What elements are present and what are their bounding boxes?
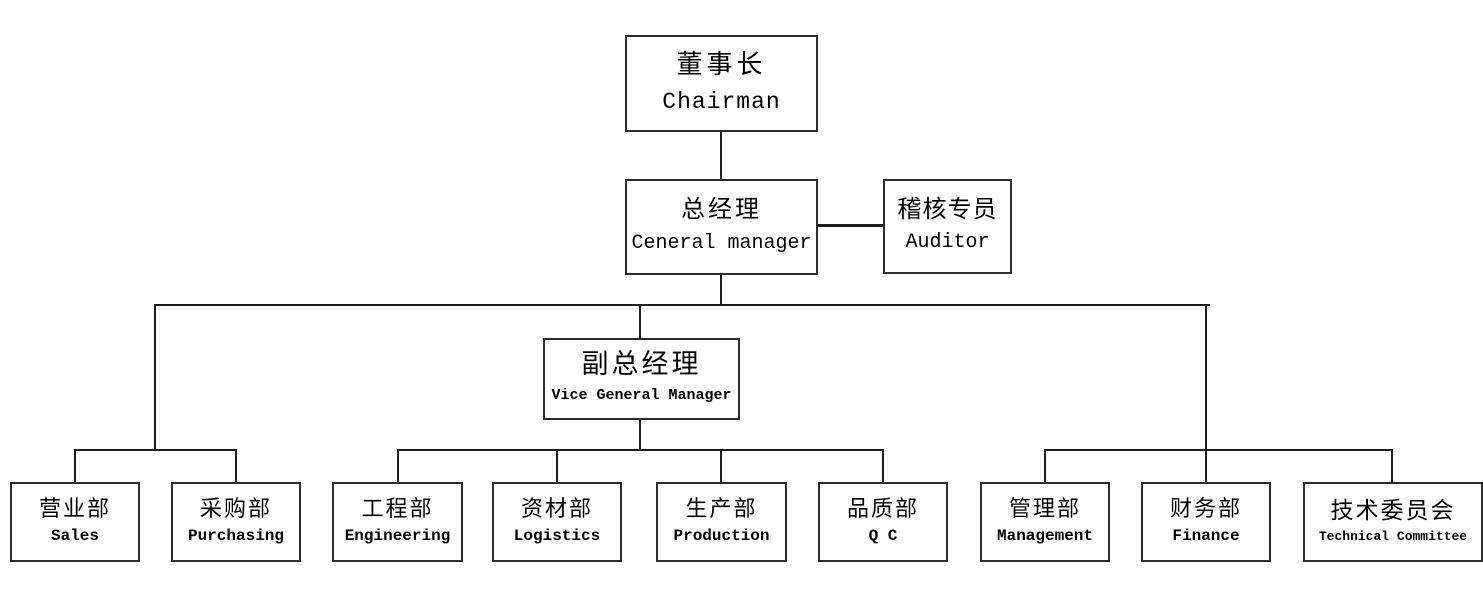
connector-drop-management: [1044, 449, 1046, 483]
chairman-label-en: Chairman: [662, 88, 781, 115]
production-label-zh: 生产部: [685, 497, 758, 523]
org-node-logistics: 资材部 Logistics: [492, 482, 622, 562]
connector-drop-engineering: [397, 449, 399, 483]
connector-main-bus: [154, 304, 1210, 306]
qc-label-en: Q C: [868, 526, 898, 545]
finance-label-en: Finance: [1172, 526, 1240, 545]
connector-right-subbus: [1044, 449, 1393, 451]
connector-drop-finance: [1205, 449, 1207, 483]
management-label-zh: 管理部: [1008, 497, 1081, 523]
sales-label-en: Sales: [50, 526, 99, 545]
engineering-label-zh: 工程部: [361, 497, 434, 523]
auditor-label-zh: 稽核专员: [897, 197, 998, 225]
engineering-label-en: Engineering: [344, 526, 451, 545]
connector-drop-qc: [882, 449, 884, 483]
connector-drop-technical-committee: [1391, 449, 1393, 483]
sales-label-zh: 营业部: [38, 497, 111, 523]
management-label-en: Management: [996, 526, 1093, 545]
technical-committee-label-en: Technical Committee: [1318, 529, 1468, 544]
logistics-label-en: Logistics: [513, 526, 601, 545]
connector-gm-to-main-bus: [720, 274, 722, 306]
connector-main-bus-to-left-group: [154, 304, 156, 451]
logistics-label-zh: 资材部: [520, 497, 593, 523]
vice-general-manager-label-zh: 副总经理: [581, 352, 702, 383]
org-node-finance: 财务部 Finance: [1141, 482, 1271, 562]
org-node-technical-committee: 技术委员会 Technical Committee: [1303, 482, 1483, 562]
org-node-general-manager: 总经理 Ceneral manager: [625, 179, 818, 275]
production-label-en: Production: [673, 526, 770, 545]
connector-drop-logistics: [556, 449, 558, 483]
finance-label-zh: 财务部: [1169, 497, 1242, 523]
qc-label-zh: 品质部: [846, 497, 919, 523]
connector-vgm-to-mid-subbus: [639, 418, 641, 451]
connector-chairman-to-gm: [720, 131, 722, 179]
org-node-sales: 营业部 Sales: [10, 482, 140, 562]
technical-committee-label-zh: 技术委员会: [1330, 498, 1456, 525]
connector-left-subbus: [74, 449, 237, 451]
connector-gm-to-auditor: [818, 224, 883, 227]
purchasing-label-en: Purchasing: [187, 526, 284, 545]
org-node-purchasing: 采购部 Purchasing: [171, 482, 301, 562]
org-node-vice-general-manager: 副总经理 Vice General Manager: [543, 338, 740, 420]
chairman-label-zh: 董事长: [676, 51, 767, 82]
org-node-management: 管理部 Management: [980, 482, 1110, 562]
org-node-engineering: 工程部 Engineering: [332, 482, 463, 562]
org-node-auditor: 稽核专员 Auditor: [883, 179, 1012, 274]
connector-drop-purchasing: [235, 449, 237, 483]
org-node-chairman: 董事长 Chairman: [625, 35, 818, 132]
connector-drop-sales: [74, 449, 76, 483]
org-node-production: 生产部 Production: [656, 482, 787, 562]
auditor-label-en: Auditor: [905, 231, 990, 255]
general-manager-label-zh: 总经理: [681, 198, 762, 226]
connector-mid-subbus: [397, 449, 884, 451]
vice-general-manager-label-en: Vice General Manager: [551, 387, 732, 405]
connector-main-bus-to-right-group: [1205, 304, 1207, 451]
connector-main-bus-to-vgm: [639, 304, 641, 340]
general-manager-label-en: Ceneral manager: [631, 231, 812, 255]
purchasing-label-zh: 采购部: [199, 497, 272, 523]
connector-drop-production: [720, 449, 722, 483]
org-node-qc: 品质部 Q C: [818, 482, 948, 562]
